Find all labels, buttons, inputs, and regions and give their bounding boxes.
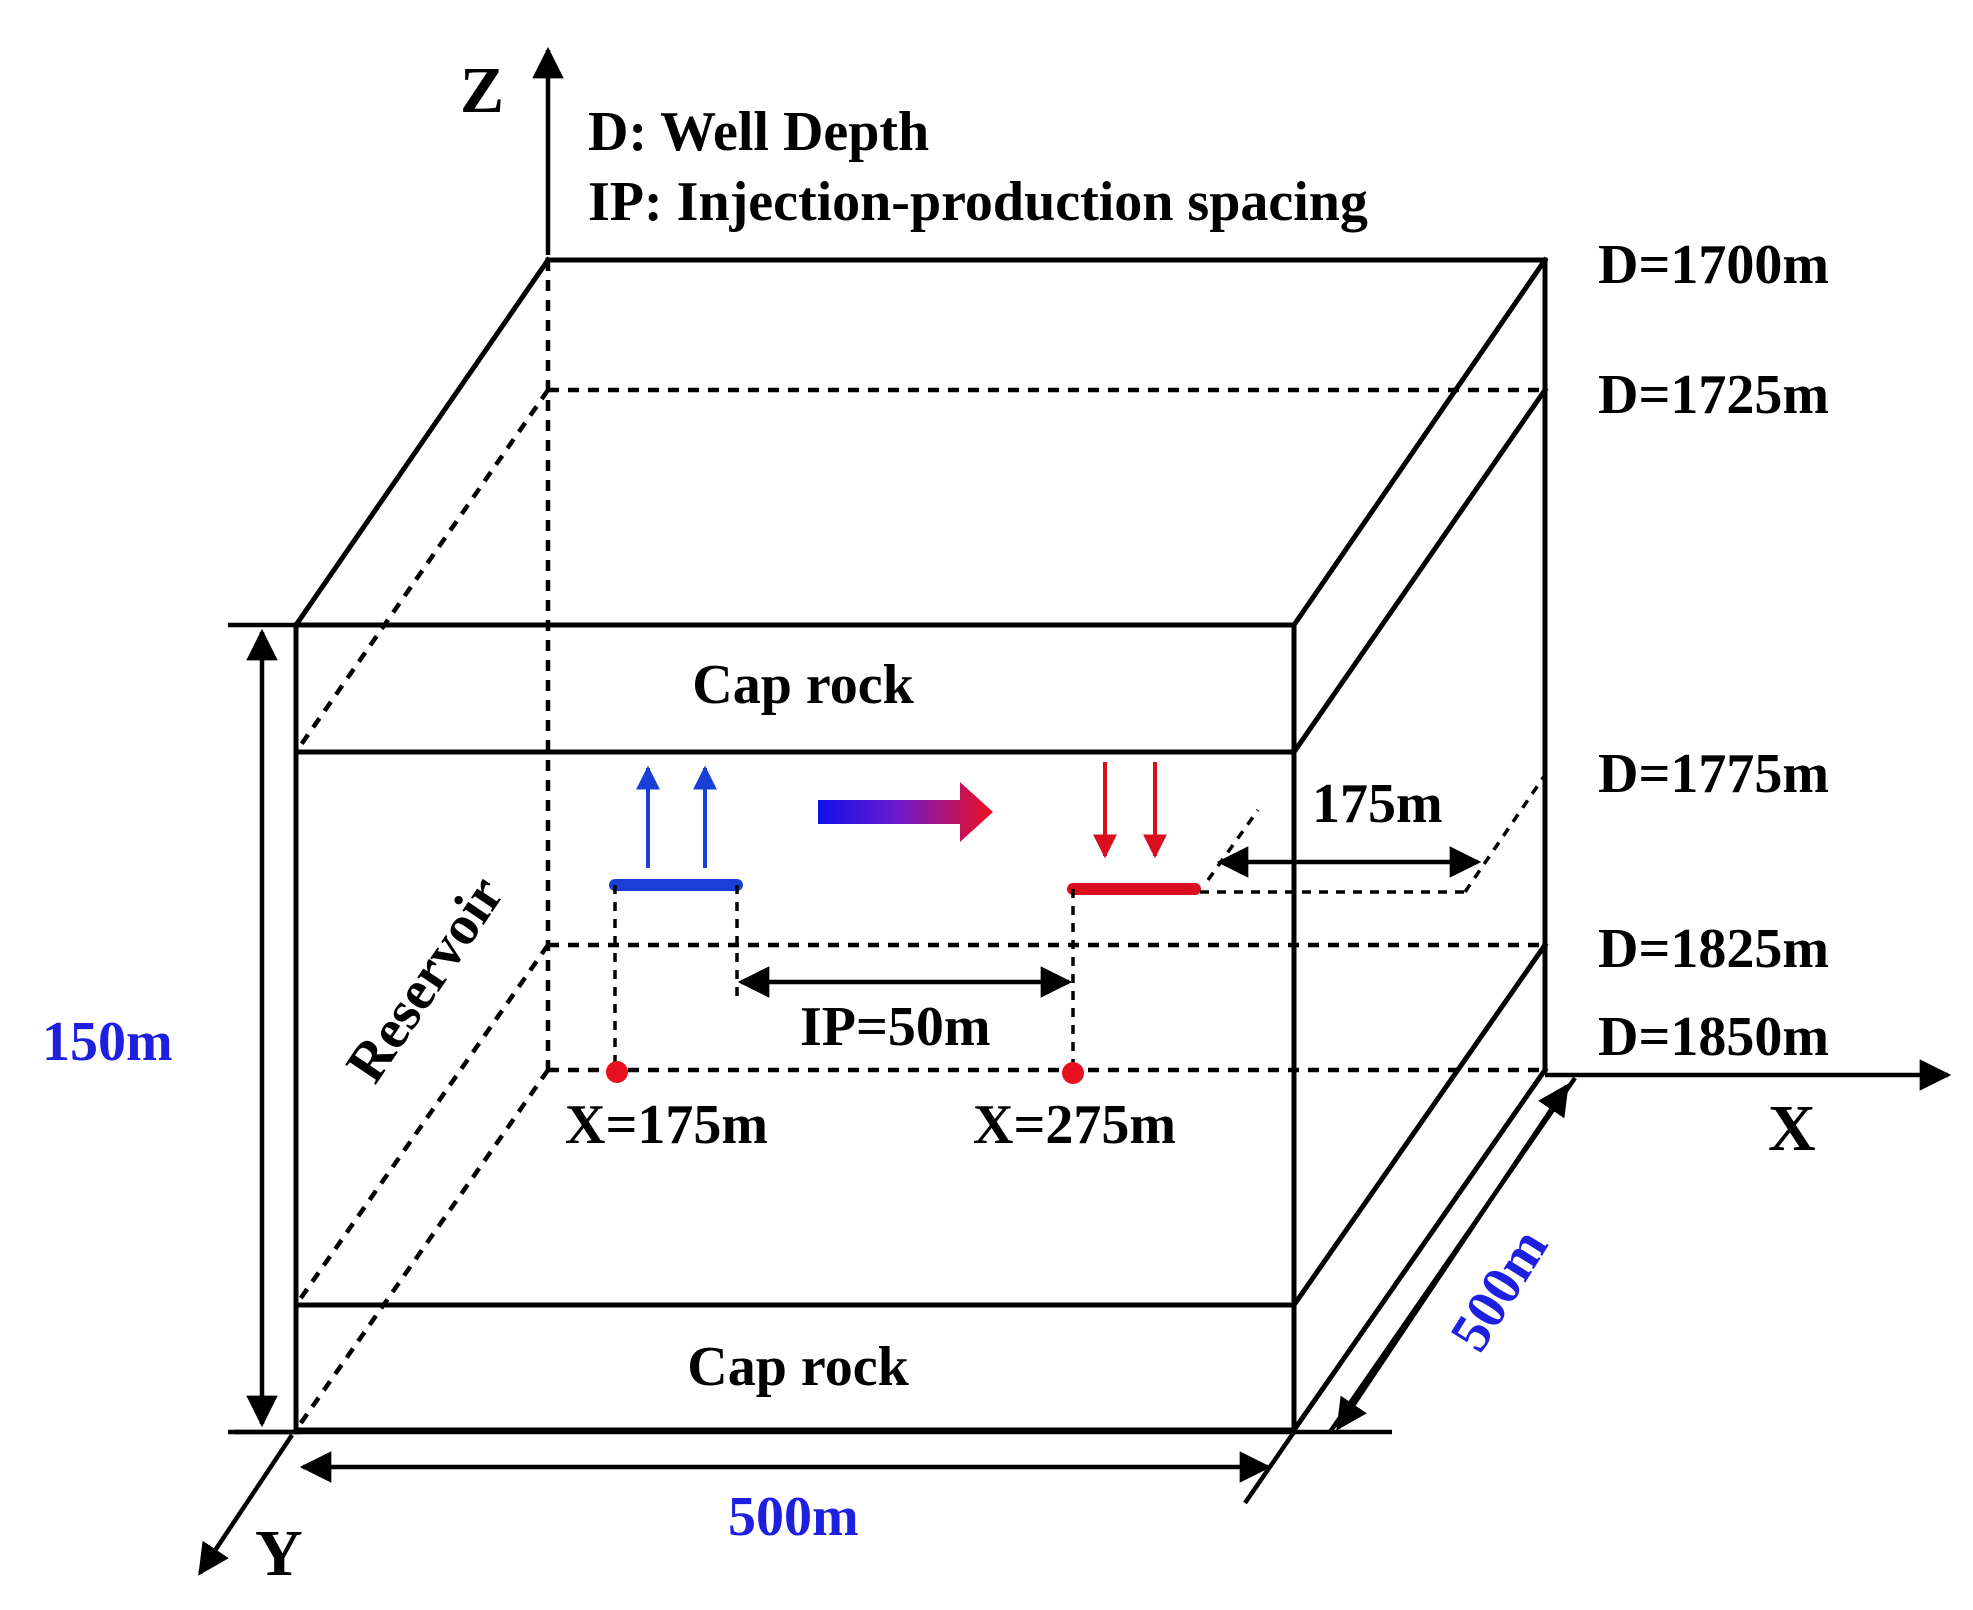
well-length-dimension: 175m	[1200, 773, 1547, 894]
depth-dimension: 500m	[1328, 1076, 1577, 1434]
depth-label-1775: D=1775m	[1598, 743, 1829, 805]
depth-dimension-label: 500m	[1438, 1218, 1560, 1362]
producer-well: X=175m	[565, 765, 768, 1156]
legend-ip: IP: Injection-production spacing	[588, 171, 1368, 233]
y-axis-label: Y	[255, 1517, 303, 1590]
reservoir-label: Reservoir	[334, 865, 516, 1093]
height-dimension: 150m	[42, 622, 300, 1435]
width-dimension: 500m	[234, 1429, 1392, 1548]
injector-well: X=275m	[973, 762, 1201, 1156]
depth-label-1850: D=1850m	[1598, 1006, 1829, 1068]
depth-label-1725: D=1725m	[1598, 364, 1829, 426]
producer-x-label: X=175m	[565, 1094, 768, 1156]
depth-labels: D=1700m D=1725m D=1775m D=1825m D=1850m	[1598, 234, 1829, 1068]
injector-x-label: X=275m	[973, 1094, 1176, 1156]
ip-dimension: IP=50m	[737, 966, 1073, 1058]
legend-well-depth: D: Well Depth	[588, 101, 929, 163]
y-axis	[198, 1433, 294, 1576]
ip-spacing-label: IP=50m	[800, 996, 991, 1058]
well-length-label: 175m	[1312, 773, 1443, 835]
axes: Z X Y	[198, 46, 1952, 1590]
width-label: 500m	[728, 1486, 859, 1548]
producer-well-marker	[606, 1061, 628, 1083]
cap-rock-top-label: Cap rock	[692, 654, 914, 716]
flow-direction-arrow	[818, 782, 993, 842]
z-axis-label: Z	[460, 54, 504, 127]
depth-label-1700: D=1700m	[1598, 234, 1829, 296]
hidden-edges	[294, 260, 1545, 1432]
injector-well-marker	[1062, 1062, 1084, 1084]
box-edges	[292, 256, 1549, 1434]
legend: D: Well Depth IP: Injection-production s…	[588, 101, 1368, 233]
x-axis-label: X	[1768, 1092, 1816, 1165]
cap-rock-bottom-label: Cap rock	[687, 1336, 909, 1398]
depth-label-1825: D=1825m	[1598, 918, 1829, 980]
height-label: 150m	[42, 1011, 173, 1073]
